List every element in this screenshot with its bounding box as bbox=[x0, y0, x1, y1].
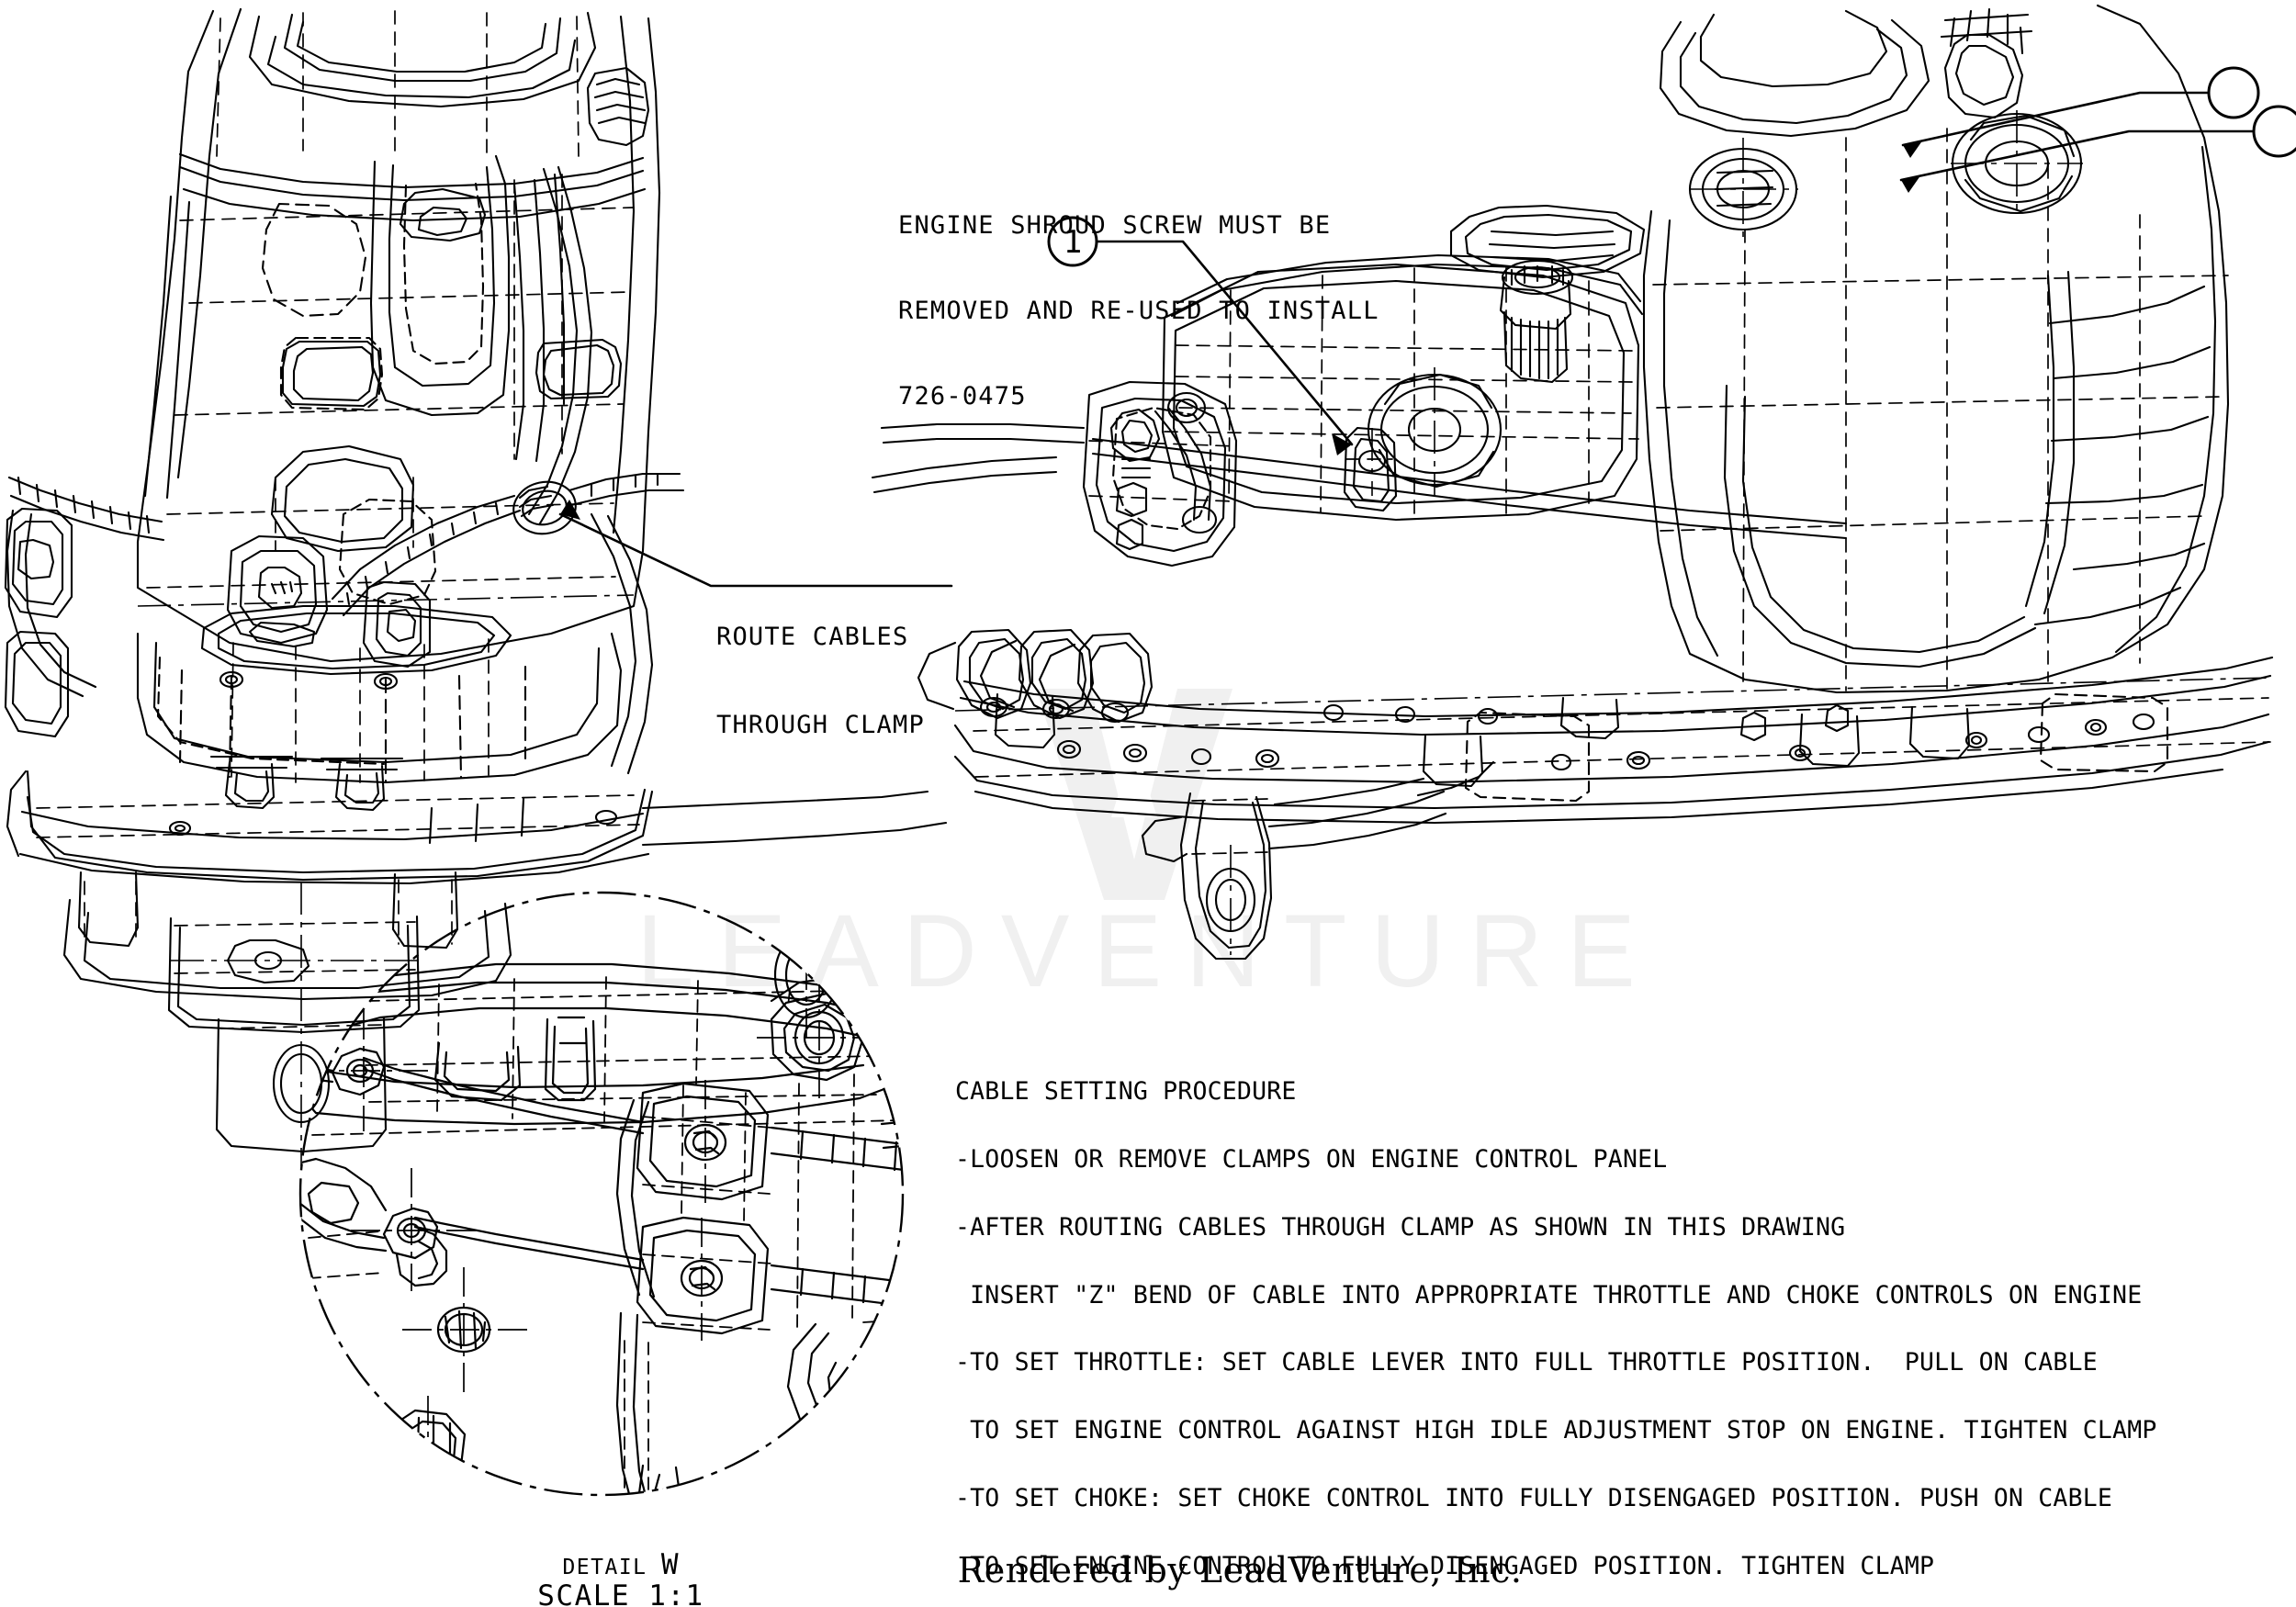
procedure-line-2: -AFTER ROUTING CABLES THROUGH CLAMP AS S… bbox=[955, 1212, 1846, 1242]
route-note-line-1: ROUTE CABLES bbox=[716, 623, 909, 651]
procedure-line-3: INSERT "Z" BEND OF CABLE INTO APPROPRIAT… bbox=[955, 1280, 2143, 1309]
detail-scale-text: SCALE 1:1 bbox=[537, 1579, 704, 1607]
shroud-note-line-2: REMOVED AND RE-USED TO INSTALL bbox=[898, 297, 1379, 325]
cable-setting-procedure-block: CABLE SETTING PROCEDURE -LOOSEN OR REMOV… bbox=[955, 1036, 2157, 1607]
balloon-top-a-circle bbox=[2207, 66, 2260, 119]
detail-label-text: DETAIL bbox=[562, 1556, 647, 1579]
render-credit: Rendered by LeadVenture, Inc. bbox=[957, 1550, 1523, 1590]
leader-balloon-1 bbox=[1095, 240, 1354, 446]
procedure-line-7: TO SET ENGINE CONTROL TO FULLY DISENGAGE… bbox=[955, 1551, 1935, 1580]
detail-boundary-circle bbox=[298, 891, 905, 1497]
engine-shroud-screw-note: ENGINE SHROUD SCREW MUST BE REMOVED AND … bbox=[898, 154, 1379, 467]
leader-balloon-top-a bbox=[1901, 91, 2211, 147]
balloon-1-label: 1 bbox=[1063, 224, 1083, 261]
procedure-heading: CABLE SETTING PROCEDURE bbox=[955, 1077, 1297, 1107]
detail-letter: W bbox=[660, 1548, 680, 1581]
arrowhead-balloon-top-a bbox=[1903, 140, 1923, 158]
leader-route-cables bbox=[558, 512, 953, 588]
arrowhead-balloon-1 bbox=[1332, 433, 1352, 455]
leader-balloon-top-b bbox=[1899, 129, 2256, 182]
balloon-top-b-circle bbox=[2252, 105, 2296, 158]
balloon-1-circle bbox=[1047, 216, 1098, 267]
procedure-line-4: -TO SET THROTTLE: SET CABLE LEVER INTO F… bbox=[955, 1348, 2098, 1377]
arrowhead-route-cables bbox=[560, 500, 580, 520]
procedure-line-5: TO SET ENGINE CONTROL AGAINST HIGH IDLE … bbox=[955, 1416, 2157, 1445]
procedure-line-6: -TO SET CHOKE: SET CHOKE CONTROL INTO FU… bbox=[955, 1483, 2113, 1512]
shroud-note-line-1: ENGINE SHROUD SCREW MUST BE bbox=[898, 211, 1332, 240]
route-cables-note: ROUTE CABLES THROUGH CLAMP bbox=[716, 564, 925, 799]
detail-view-label: DETAIL W SCALE 1:1 bbox=[520, 1548, 722, 1607]
shroud-note-line-3: 726-0475 bbox=[898, 382, 1027, 410]
procedure-line-1: -LOOSEN OR REMOVE CLAMPS ON ENGINE CONTR… bbox=[955, 1144, 1668, 1174]
arrowhead-balloon-top-b bbox=[1901, 174, 1921, 193]
route-note-line-2: THROUGH CLAMP bbox=[716, 711, 925, 739]
